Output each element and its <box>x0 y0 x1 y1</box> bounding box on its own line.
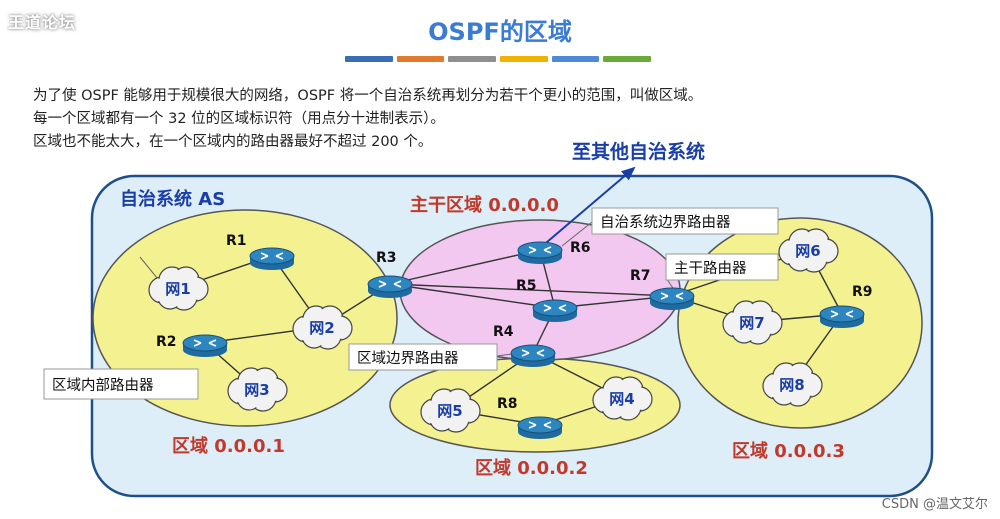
router-icon-3 <box>367 275 413 298</box>
network-cloud-4: 网4 <box>592 376 653 421</box>
svg-text:自治系统边界路由器: 自治系统边界路由器 <box>600 214 731 231</box>
color-bar-segment <box>603 56 652 62</box>
color-bar-segment <box>500 56 548 62</box>
area3-label: 区域 0.0.0.3 <box>732 440 845 462</box>
network-label: 网3 <box>244 381 269 399</box>
network-label: 网6 <box>795 242 820 260</box>
router-label-r4: R4 <box>493 324 514 340</box>
router-label-r1: R1 <box>226 233 247 249</box>
network-cloud-8: 网8 <box>762 362 823 407</box>
intro-line-2: 每一个区域都有一个 32 位的区域标识符（用点分十进制表示）。 <box>33 111 445 127</box>
network-label: 网4 <box>609 390 634 408</box>
router-label-r7: R7 <box>630 268 651 284</box>
router-icon-9 <box>819 305 865 328</box>
callout-area-border-router: 区域边界路由器 <box>348 343 498 371</box>
color-bar-segment <box>551 56 600 62</box>
network-cloud-3: 网3 <box>227 367 288 412</box>
callout-as-border-router: 自治系统边界路由器 <box>591 207 779 235</box>
slide-title: OSPF的区域 <box>428 18 572 46</box>
callout-internal-router: 区域内部路由器 <box>43 368 199 400</box>
router-label-r5: R5 <box>516 278 537 294</box>
svg-text:区域内部路由器: 区域内部路由器 <box>52 377 154 394</box>
routers <box>182 241 865 439</box>
network-label: 网8 <box>779 376 804 394</box>
network-cloud-5: 网5 <box>420 388 481 433</box>
network-label: 网1 <box>165 280 190 298</box>
router-label-r9: R9 <box>852 284 873 300</box>
watermark: 王道论坛 <box>8 13 77 32</box>
router-label-r8: R8 <box>497 396 518 412</box>
network-label: 网7 <box>739 314 764 332</box>
color-bar-segment <box>396 56 445 62</box>
area1-label: 区域 0.0.0.1 <box>172 435 285 457</box>
as-label: 自治系统 AS <box>120 188 225 210</box>
arrow-to-other-as <box>539 166 636 249</box>
router-label-r6: R6 <box>570 240 591 256</box>
router-icon-2 <box>182 334 228 357</box>
router-icon-6 <box>517 241 563 264</box>
router-icon-4 <box>510 344 556 367</box>
router-icon-1 <box>249 247 295 270</box>
svg-text:区域边界路由器: 区域边界路由器 <box>357 350 459 367</box>
router-label-r3: R3 <box>376 250 397 266</box>
router-icon-7 <box>649 287 695 310</box>
area2-label: 区域 0.0.0.2 <box>475 457 588 479</box>
callout-backbone-router: 主干路由器 <box>665 253 779 281</box>
svg-text:主干路由器: 主干路由器 <box>674 260 747 277</box>
network-cloud-2: 网2 <box>292 305 353 350</box>
router-icon-8 <box>517 416 563 439</box>
network-label: 网2 <box>309 319 334 337</box>
intro-line-3: 区域也不能太大，在一个区域内的路由器最好不超过 200 个。 <box>33 134 433 150</box>
credit: CSDN @温文艾尔 <box>881 497 988 512</box>
network-cloud-1: 网1 <box>148 266 209 311</box>
network-cloud-7: 网7 <box>722 300 783 345</box>
color-bar-segment <box>345 56 393 62</box>
title-color-bar <box>345 56 655 62</box>
to-other-as-label: 至其他自治系统 <box>572 140 705 163</box>
networks: 网1 网2 网3 网4 网5 网6 网7 网8 <box>148 228 839 433</box>
network-cloud-6: 网6 <box>778 228 839 273</box>
network-label: 网5 <box>437 402 462 420</box>
color-bar-segment <box>448 56 497 62</box>
router-icon-5 <box>532 299 578 322</box>
backbone-area-label: 主干区域 0.0.0.0 <box>410 194 559 216</box>
router-label-r2: R2 <box>156 334 177 350</box>
intro-line-1: 为了使 OSPF 能够用于规模很大的网络，OSPF 将一个自治系统再划分为若干个… <box>33 88 703 104</box>
